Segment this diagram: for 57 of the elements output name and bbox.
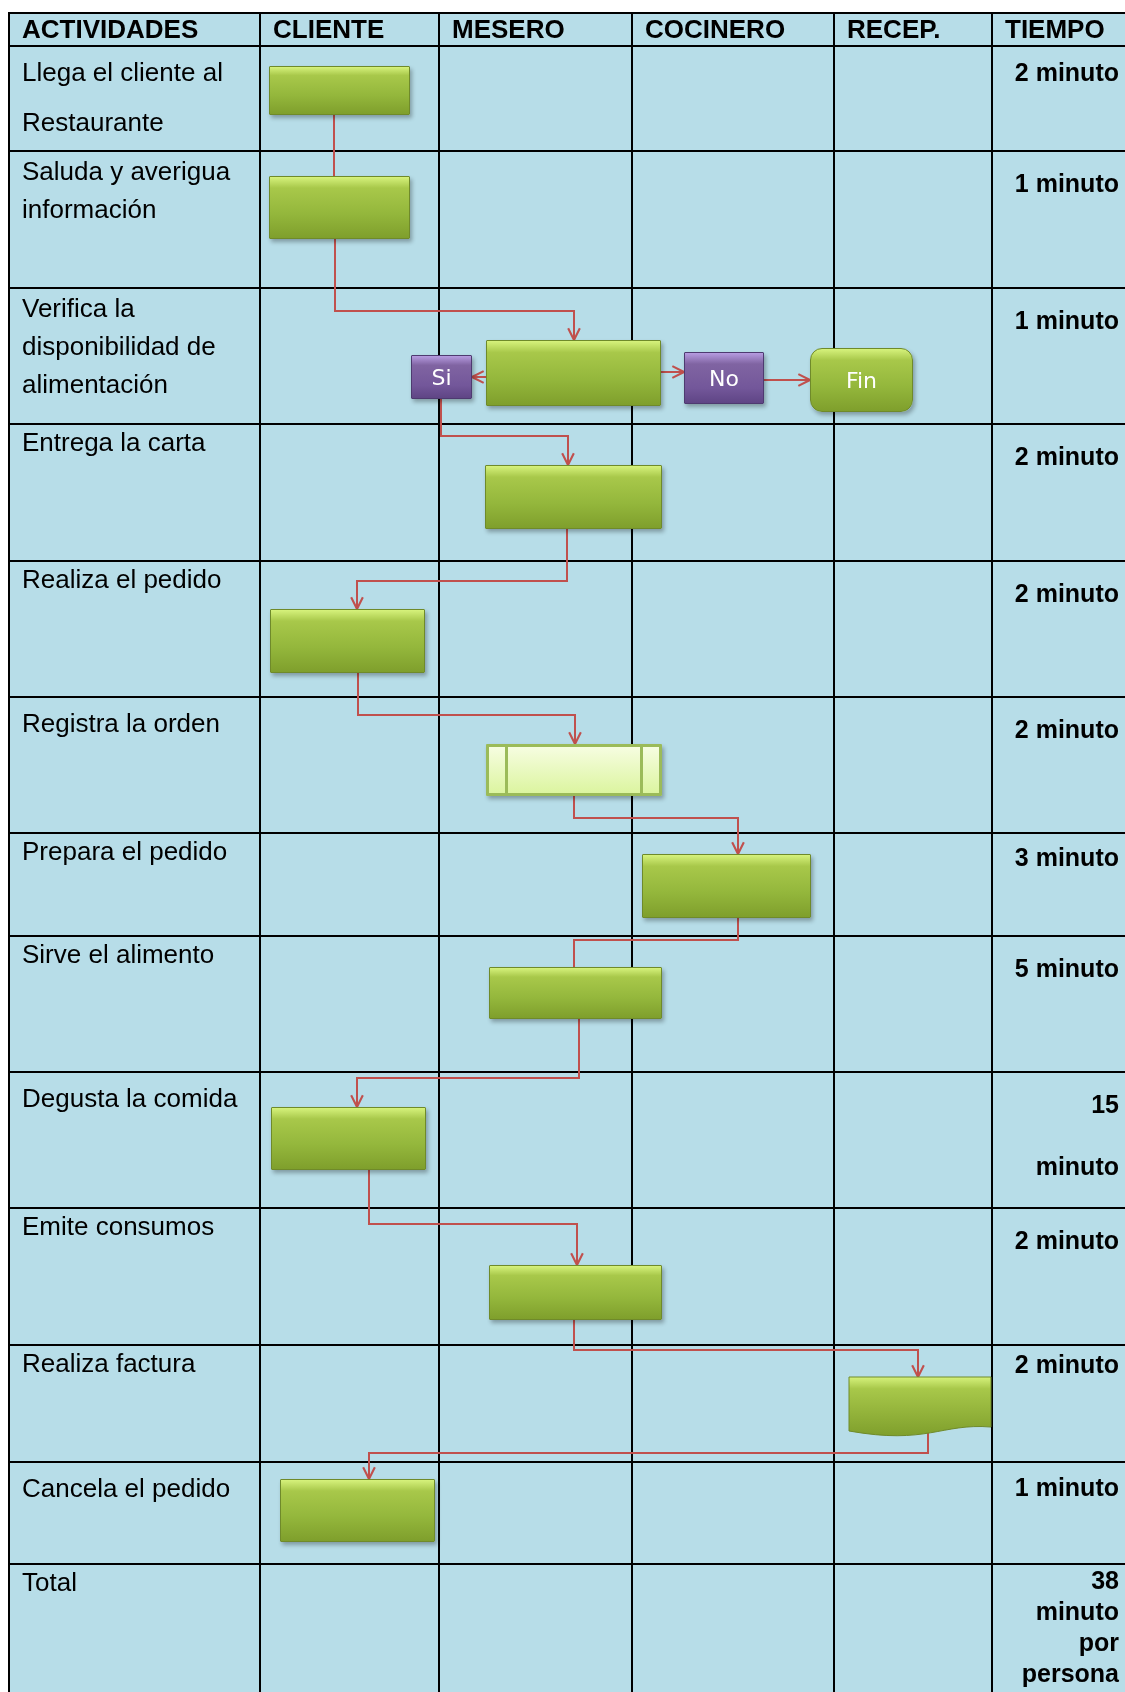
connector-arrow [334,238,581,342]
activity-cell: Realiza factura [10,1346,259,1461]
process-box [486,340,661,406]
activity-cell: Sirve el alimento [10,937,259,1071]
predefined-process-box [486,744,662,796]
activity-cell: Emite consumos [10,1209,259,1344]
option-box: No [684,352,764,404]
time-cell: 2 minuto [993,1209,1125,1344]
connector-arrow [573,795,745,856]
process-box [280,1479,435,1542]
process-box [269,66,410,115]
time-cell: 2 minuto [993,1346,1125,1461]
column-header: COCINERO [633,14,833,45]
activity-cell: Registra la orden [10,698,259,832]
column-header: MESERO [440,14,631,45]
time-cell: 2 minuto [993,425,1125,560]
connector-arrow [368,1169,584,1267]
connector-arrow [573,1319,925,1379]
activity-cell: Degusta la comida [10,1073,259,1207]
column-header: RECEP. [835,14,991,45]
process-box [489,967,662,1019]
activity-cell: Total [10,1565,259,1692]
time-cell: 2 minuto [993,47,1125,150]
column-header: TIEMPO [993,14,1125,45]
time-cell: 1 minuto [993,289,1125,423]
connector-arrow [763,373,812,387]
connector-arrow [350,528,568,611]
process-box [270,609,425,673]
time-cell: 38 minuto por persona [993,1565,1125,1692]
activity-cell: Verifica la disponibilidad de alimentación [10,289,259,423]
connector-arrow [660,365,686,379]
time-cell: 2 minuto [993,698,1125,832]
time-cell: 1 minuto [993,152,1125,287]
terminal-box: Fin [810,348,913,412]
connector-arrow [440,398,575,467]
connector-arrow [357,672,582,746]
process-box [642,854,811,918]
column-header: ACTIVIDADES [10,14,259,45]
column-header: CLIENTE [261,14,438,45]
time-cell: 2 minuto [993,562,1125,696]
time-cell: 1 minuto [993,1463,1125,1563]
activity-cell: Realiza el pedido [10,562,259,696]
activity-cell: Saluda y averigua información [10,152,259,287]
connector-arrow [350,1018,580,1109]
process-box [271,1107,426,1170]
activity-cell: Llega el cliente al Restaurante [10,47,259,150]
time-cell: 3 minuto [993,834,1125,935]
process-box [269,176,410,239]
process-box [485,465,662,529]
time-cell: 15 minuto [993,1073,1125,1207]
activity-cell: Prepara el pedido [10,834,259,935]
time-cell: 5 minuto [993,937,1125,1071]
process-box [489,1265,662,1320]
option-box: Si [411,355,472,399]
activity-cell: Cancela el pedido [10,1463,259,1563]
activity-cell: Entrega la carta [10,425,259,560]
connector-arrow [470,370,487,384]
